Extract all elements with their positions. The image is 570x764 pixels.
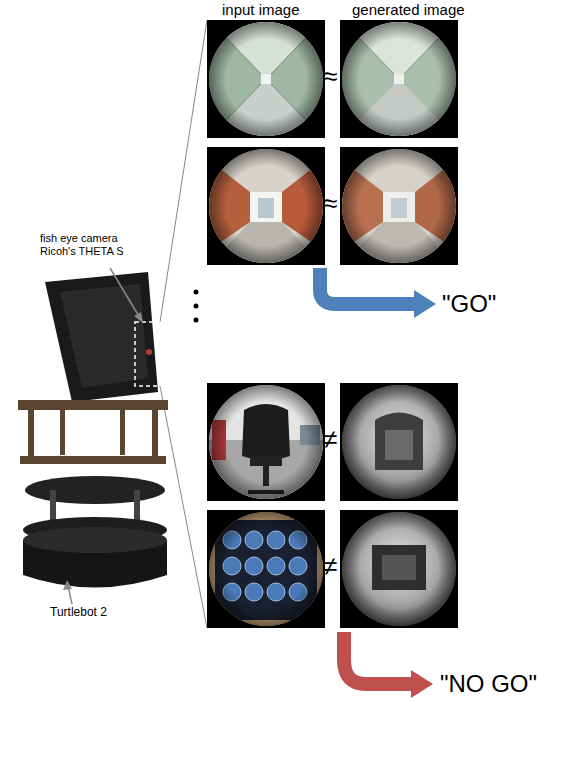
decision-label: "NO GO" [440,670,537,698]
decision-label: "GO" [442,290,496,318]
similarity-symbol: ≈ [323,62,337,92]
column-header: generated image [352,1,465,18]
part-label: Turtlebot 2 [50,606,107,620]
similarity-symbol: ≈ [323,189,337,219]
part-label: fish eye camera Ricoh's THETA S [40,232,135,257]
difference-symbol: ≠ [323,552,337,582]
difference-symbol: ≠ [323,425,337,455]
column-header: input image [222,1,300,18]
